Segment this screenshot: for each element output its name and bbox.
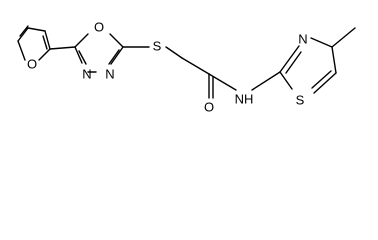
bond-nitrogen-thiazole [251,71,281,91]
bond-furan-oxadiazole [49,46,76,50]
bond [279,45,300,73]
thioether-sulfur-label: S [153,38,162,53]
thiazole-nitrogen-label: N [298,31,307,46]
structure-canvas: O O N N S O NH N S [17,19,356,115]
bond [310,37,333,48]
oxadiazole-oxygen-label: O [94,19,104,34]
bond [331,46,337,74]
bond-double [19,25,29,37]
furan-oxygen-label: O [27,56,37,71]
furan-ring [17,25,51,61]
oxadiazole-ring [74,33,124,73]
bond [279,71,293,90]
oxadiazole-nitrogen-left-label: N [82,66,91,81]
thiazole-sulfur-label: S [296,92,305,107]
thiazole-ring [279,37,337,94]
oxadiazole-nitrogen-right-label: N [105,66,114,81]
bond-double [78,50,87,65]
bond [74,46,83,64]
bond-methylene-carbonyl [181,57,210,75]
bond [74,33,89,48]
bond [109,33,124,48]
bond [17,40,26,61]
bond [17,27,29,42]
bond [313,72,337,94]
bond-double [311,70,332,89]
bond [44,30,51,50]
bond-sulfur-methylene [165,46,183,59]
bond [110,46,124,65]
bond [27,27,46,32]
bond-double [285,51,302,74]
bond [38,48,51,61]
bond-double [108,49,120,65]
carbonyl-oxygen-label: O [204,99,214,114]
chemical-structure-diagram: O O N N S O NH N S [17,19,356,114]
amide-nh-label: NH [235,91,254,106]
bond-methyl [331,27,356,48]
bond-carbonyl-nitrogen [208,73,237,91]
bond-double [42,35,48,50]
